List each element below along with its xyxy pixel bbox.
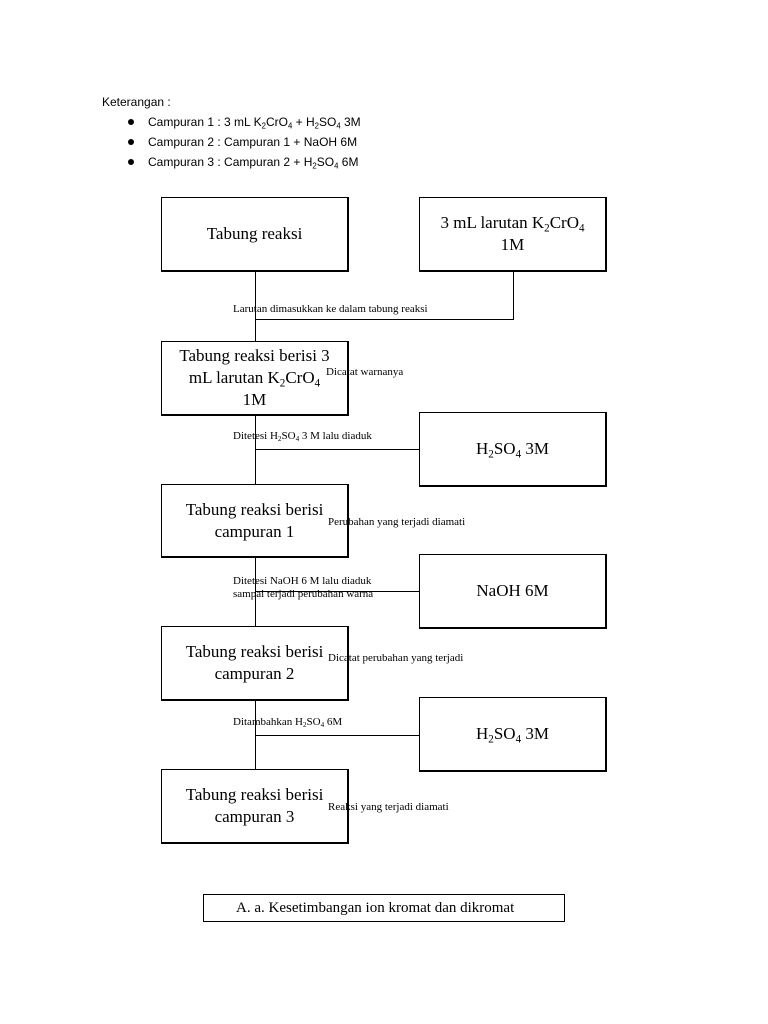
reagent-k2cro4: 3 mL larutan K2CrO4 1M [419,197,607,272]
bullet-icon [128,139,134,145]
bullet-icon [128,119,134,125]
connector-reagent-1 [255,319,513,320]
legend: Keterangan : Campuran 1 : 3 mL K2CrO4 + … [102,92,361,172]
note-ditetesi-naoh: Ditetesi NaOH 6 M lalu diaduk sampai ter… [233,575,374,600]
box-tabung-reaksi-k2cro4: Tabung reaksi berisi 3 mL larutan K2CrO4… [161,341,349,416]
connector-reagent-3 [255,591,419,592]
legend-list: Campuran 1 : 3 mL K2CrO4 + H2SO4 3M Camp… [102,112,361,172]
box-campuran-2: Tabung reaksi berisi campuran 2 [161,626,349,701]
reagent-h2so4-1: H2SO4 3M [419,412,607,487]
note-perubahan-diamati: Perubahan yang terjadi diamati [328,516,466,528]
bullet-icon [128,159,134,165]
reagent-h2so4-2: H2SO4 3M [419,697,607,772]
box-campuran-1: Tabung reaksi berisi campuran 1 [161,484,349,558]
connector-reagent-2 [255,449,419,450]
legend-item-campuran-2: Campuran 2 : Campuran 1 + NaOH 6M [102,132,361,152]
figure-caption: A. a. Kesetimbangan ion kromat dan dikro… [203,894,565,922]
note-larutan-dimasukkan: Larutan dimasukkan ke dalam tabung reaks… [233,303,428,315]
connector-reagent-4 [255,735,419,736]
note-ditambahkan-h2so4: Ditambahkan H2SO4 6M [233,716,343,730]
note-reaksi-diamati: Reaksi yang terjadi diamati [328,801,449,813]
box-tabung-reaksi: Tabung reaksi [161,197,349,272]
note-dicatat-perubahan: Dicatat perubahan yang terjadi [328,652,464,664]
note-ditetesi-h2so4: Ditetesi H2SO4 3 M lalu diaduk [233,430,372,444]
legend-item-campuran-3: Campuran 3 : Campuran 2 + H2SO4 6M [102,152,361,172]
box-campuran-3: Tabung reaksi berisi campuran 3 [161,769,349,844]
note-dicatat-warnanya: Dicatat warnanya [326,366,404,378]
connector-reagent-1-down [513,271,514,320]
legend-title: Keterangan : [102,95,171,109]
reagent-naoh: NaOH 6M [419,554,607,629]
legend-item-campuran-1: Campuran 1 : 3 mL K2CrO4 + H2SO4 3M [102,112,361,132]
